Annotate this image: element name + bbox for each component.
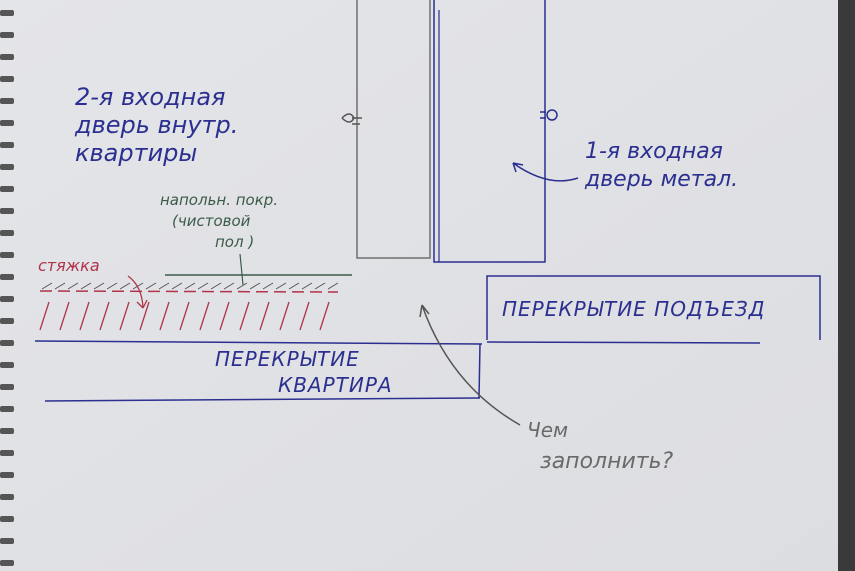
hatch-stroke <box>314 282 326 290</box>
spiral-hole <box>0 208 14 214</box>
spiral-hole <box>0 516 14 522</box>
spiral-hole <box>0 560 14 566</box>
hatch-stroke <box>41 282 53 290</box>
hatch-stroke <box>158 282 170 290</box>
hatch-stroke <box>197 282 209 290</box>
spiral-hole <box>0 252 14 258</box>
spiral-hole <box>0 296 14 302</box>
spiral-hole <box>0 538 14 544</box>
spiral-hole <box>0 494 14 500</box>
arrow-to-floor-icon <box>239 253 244 286</box>
door2-label-line1: 2-я входная <box>75 83 225 111</box>
screed-stroke <box>179 301 190 331</box>
spiral-hole <box>0 472 14 478</box>
floor-label-line2: (чистовой <box>172 212 251 230</box>
page-edge <box>838 0 855 571</box>
hatch-stroke <box>67 282 79 290</box>
spiral-hole <box>0 142 14 148</box>
screed-stroke <box>259 301 270 331</box>
hatch-stroke <box>80 282 92 290</box>
screed-stroke <box>319 301 330 331</box>
apartment-slab-bottom <box>44 397 481 402</box>
apartment-slab-top <box>34 340 483 345</box>
screed-stroke <box>39 301 50 331</box>
screed-stroke <box>239 301 250 331</box>
screed-stroke <box>279 301 290 331</box>
spiral-hole <box>0 186 14 192</box>
spiral-hole <box>0 230 14 236</box>
hatch-stroke <box>93 282 105 290</box>
spiral-hole <box>0 98 14 104</box>
spiral-hole <box>0 384 14 390</box>
floor-hatching <box>41 282 339 290</box>
inner-door-second <box>356 0 431 259</box>
door1-label-line1: 1-я входная <box>585 139 723 164</box>
floor-label-line3: пол ) <box>215 233 254 251</box>
hatch-stroke <box>262 282 274 290</box>
screed-stroke <box>79 301 90 331</box>
door1-label-line2: дверь метал. <box>584 167 738 192</box>
hatch-stroke <box>223 282 235 290</box>
hatch-stroke <box>171 282 183 290</box>
spiral-hole <box>0 54 14 60</box>
metal-door-handle-icon <box>540 109 558 121</box>
spiral-hole <box>0 120 14 126</box>
screed-stroke <box>99 301 110 331</box>
hatch-stroke <box>184 282 196 290</box>
spiral-hole <box>0 428 14 434</box>
spiral-hole <box>0 340 14 346</box>
inner-door-handle-icon <box>341 113 362 125</box>
apartment-slab-label-line1: ПЕРЕКРЫТИЕ <box>215 347 360 371</box>
screed-label: стяжка <box>38 256 100 275</box>
floor-label-line1: напольн. покр. <box>160 191 278 209</box>
screed-stroke <box>299 301 310 331</box>
question-line1: Чем <box>527 418 568 442</box>
hatch-stroke <box>210 282 222 290</box>
entrance-slab-label: ПЕРЕКРЫТИЕ ПОДЪЕЗД <box>502 297 765 321</box>
hatch-stroke <box>106 282 118 290</box>
screed-stroke <box>59 301 70 331</box>
screed-stroke <box>159 301 170 331</box>
arrow-to-screed-icon <box>127 275 148 309</box>
hatch-stroke <box>275 282 287 290</box>
spiral-hole <box>0 164 14 170</box>
screed-stroke <box>139 301 150 331</box>
apartment-slab-label-line2: КВАРТИРА <box>278 373 393 397</box>
screed-stroke <box>219 301 230 331</box>
question-line2: заполнить? <box>540 449 674 474</box>
spiral-binding <box>0 10 14 566</box>
hatch-stroke <box>288 282 300 290</box>
hatch-stroke <box>236 282 248 290</box>
hatch-stroke <box>119 282 131 290</box>
entrance-slab-bottom <box>486 341 761 344</box>
entrance-slab <box>486 275 821 340</box>
screed-stroke <box>199 301 210 331</box>
spiral-hole <box>0 406 14 412</box>
hatch-stroke <box>132 282 144 290</box>
hatch-stroke <box>327 282 339 290</box>
spiral-hole <box>0 76 14 82</box>
apartment-slab-edge <box>478 343 481 399</box>
hatch-stroke <box>54 282 66 290</box>
hatch-stroke <box>301 282 313 290</box>
screed-stroke <box>119 301 130 331</box>
arrow-to-gap-icon <box>419 304 521 426</box>
screed-hatching <box>39 301 330 331</box>
screed-top-line <box>39 290 339 293</box>
spiral-hole <box>0 274 14 280</box>
door2-label-line2: дверь внутр. <box>74 111 238 139</box>
spiral-hole <box>0 10 14 16</box>
door2-label-line3: квартиры <box>75 139 197 167</box>
spiral-hole <box>0 318 14 324</box>
spiral-hole <box>0 32 14 38</box>
spiral-hole <box>0 362 14 368</box>
hatch-stroke <box>249 282 261 290</box>
metal-door-first <box>433 0 546 263</box>
hatch-stroke <box>145 282 157 290</box>
spiral-hole <box>0 450 14 456</box>
arrow-to-metal-door-icon <box>512 162 579 182</box>
